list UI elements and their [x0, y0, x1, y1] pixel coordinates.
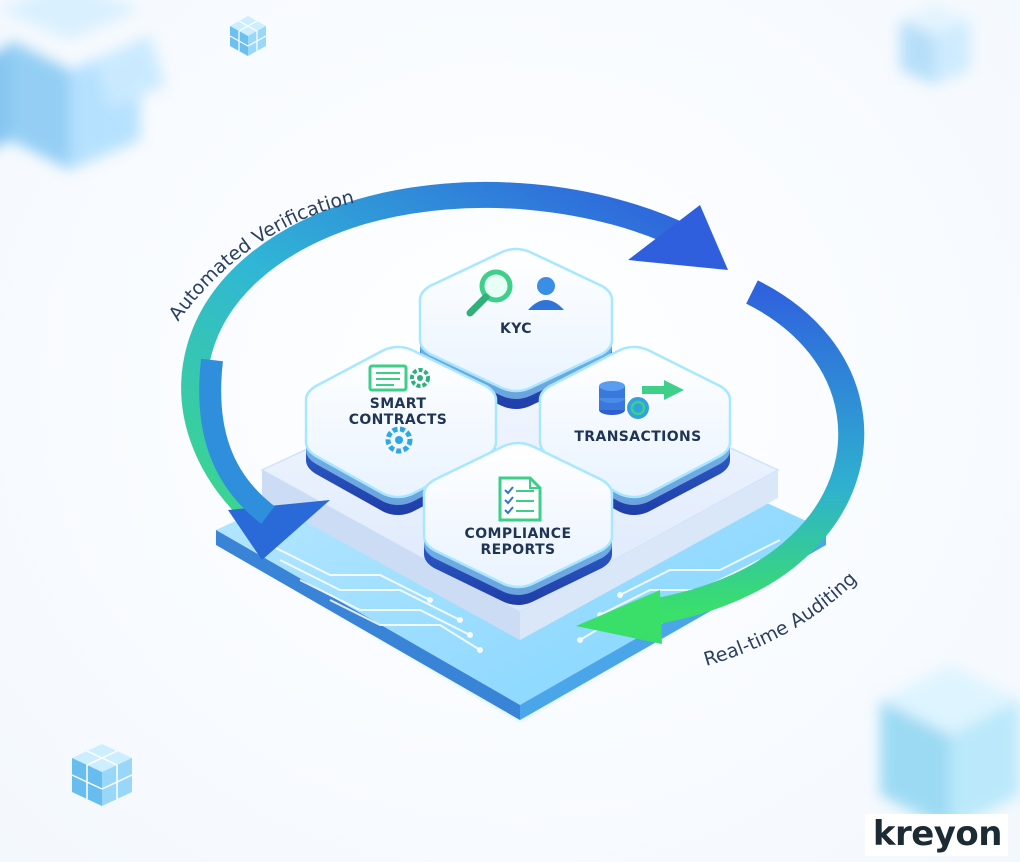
- card-compliance-reports: COMPLIANCE REPORTS: [422, 441, 614, 605]
- decor-cube-cluster-bottom-right: [880, 665, 1020, 830]
- decor-cube-small-bottom-left: [71, 744, 133, 806]
- decor-cube-cluster-top-right: [900, 5, 970, 85]
- brand-logo: kreyon: [864, 814, 1008, 856]
- document-gear-icon: [368, 364, 430, 454]
- card-transactions: TRANSACTIONS: [538, 345, 732, 515]
- compliance-reports-label-line2: REPORTS: [480, 542, 555, 558]
- magnifier-user-icon: [466, 269, 564, 317]
- checklist-document-icon: [498, 476, 542, 522]
- cycle-arrow-right: [576, 280, 865, 644]
- cycle-arrow-left-head: [199, 358, 330, 560]
- compliance-reports-label-line1: COMPLIANCE: [465, 526, 572, 542]
- decor-cube-small-top-left: [229, 16, 267, 56]
- coins-arrow-icon: [599, 380, 684, 421]
- smart-contracts-label-line1: SMART: [370, 396, 427, 412]
- decor-cube-cluster-top-left: [0, 0, 165, 170]
- cycle-arrow-top: [181, 181, 728, 527]
- kyc-label: KYC: [500, 321, 532, 337]
- transactions-label: TRANSACTIONS: [574, 429, 701, 445]
- smart-contracts-label-line2: CONTRACTS: [349, 412, 448, 428]
- card-kyc: KYC: [418, 247, 614, 409]
- card-smart-contracts: SMART CONTRACTS: [304, 345, 498, 515]
